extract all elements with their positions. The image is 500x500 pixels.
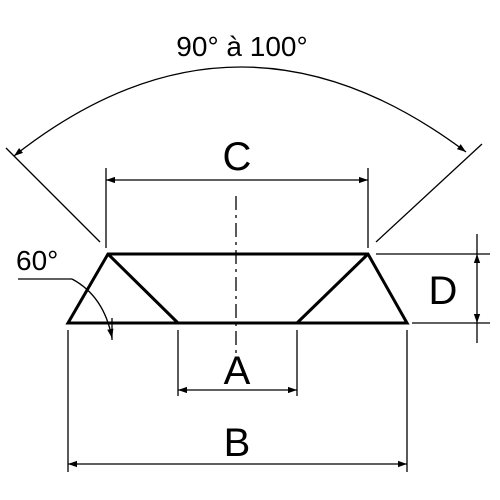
dim-a-label: A — [224, 349, 251, 393]
outer-trapezoid — [65, 252, 410, 325]
ext-angle-left — [5, 147, 101, 243]
angle-60-arc — [71, 278, 114, 339]
dim-b-label: B — [224, 421, 251, 465]
angle-60-indicator — [18, 278, 114, 340]
angle-60-label: 60° — [16, 245, 58, 276]
dim-d-label: D — [429, 269, 458, 313]
ext-angle-right — [375, 143, 483, 243]
inner-countersink — [106, 252, 370, 325]
washer-profile — [65, 252, 410, 325]
dim-c-label: C — [223, 135, 252, 179]
angle-arc-top — [13, 66, 467, 157]
dimension-lines — [13, 66, 481, 468]
extension-lines — [5, 143, 490, 472]
angle-range-label: 90° à 100° — [176, 31, 307, 62]
